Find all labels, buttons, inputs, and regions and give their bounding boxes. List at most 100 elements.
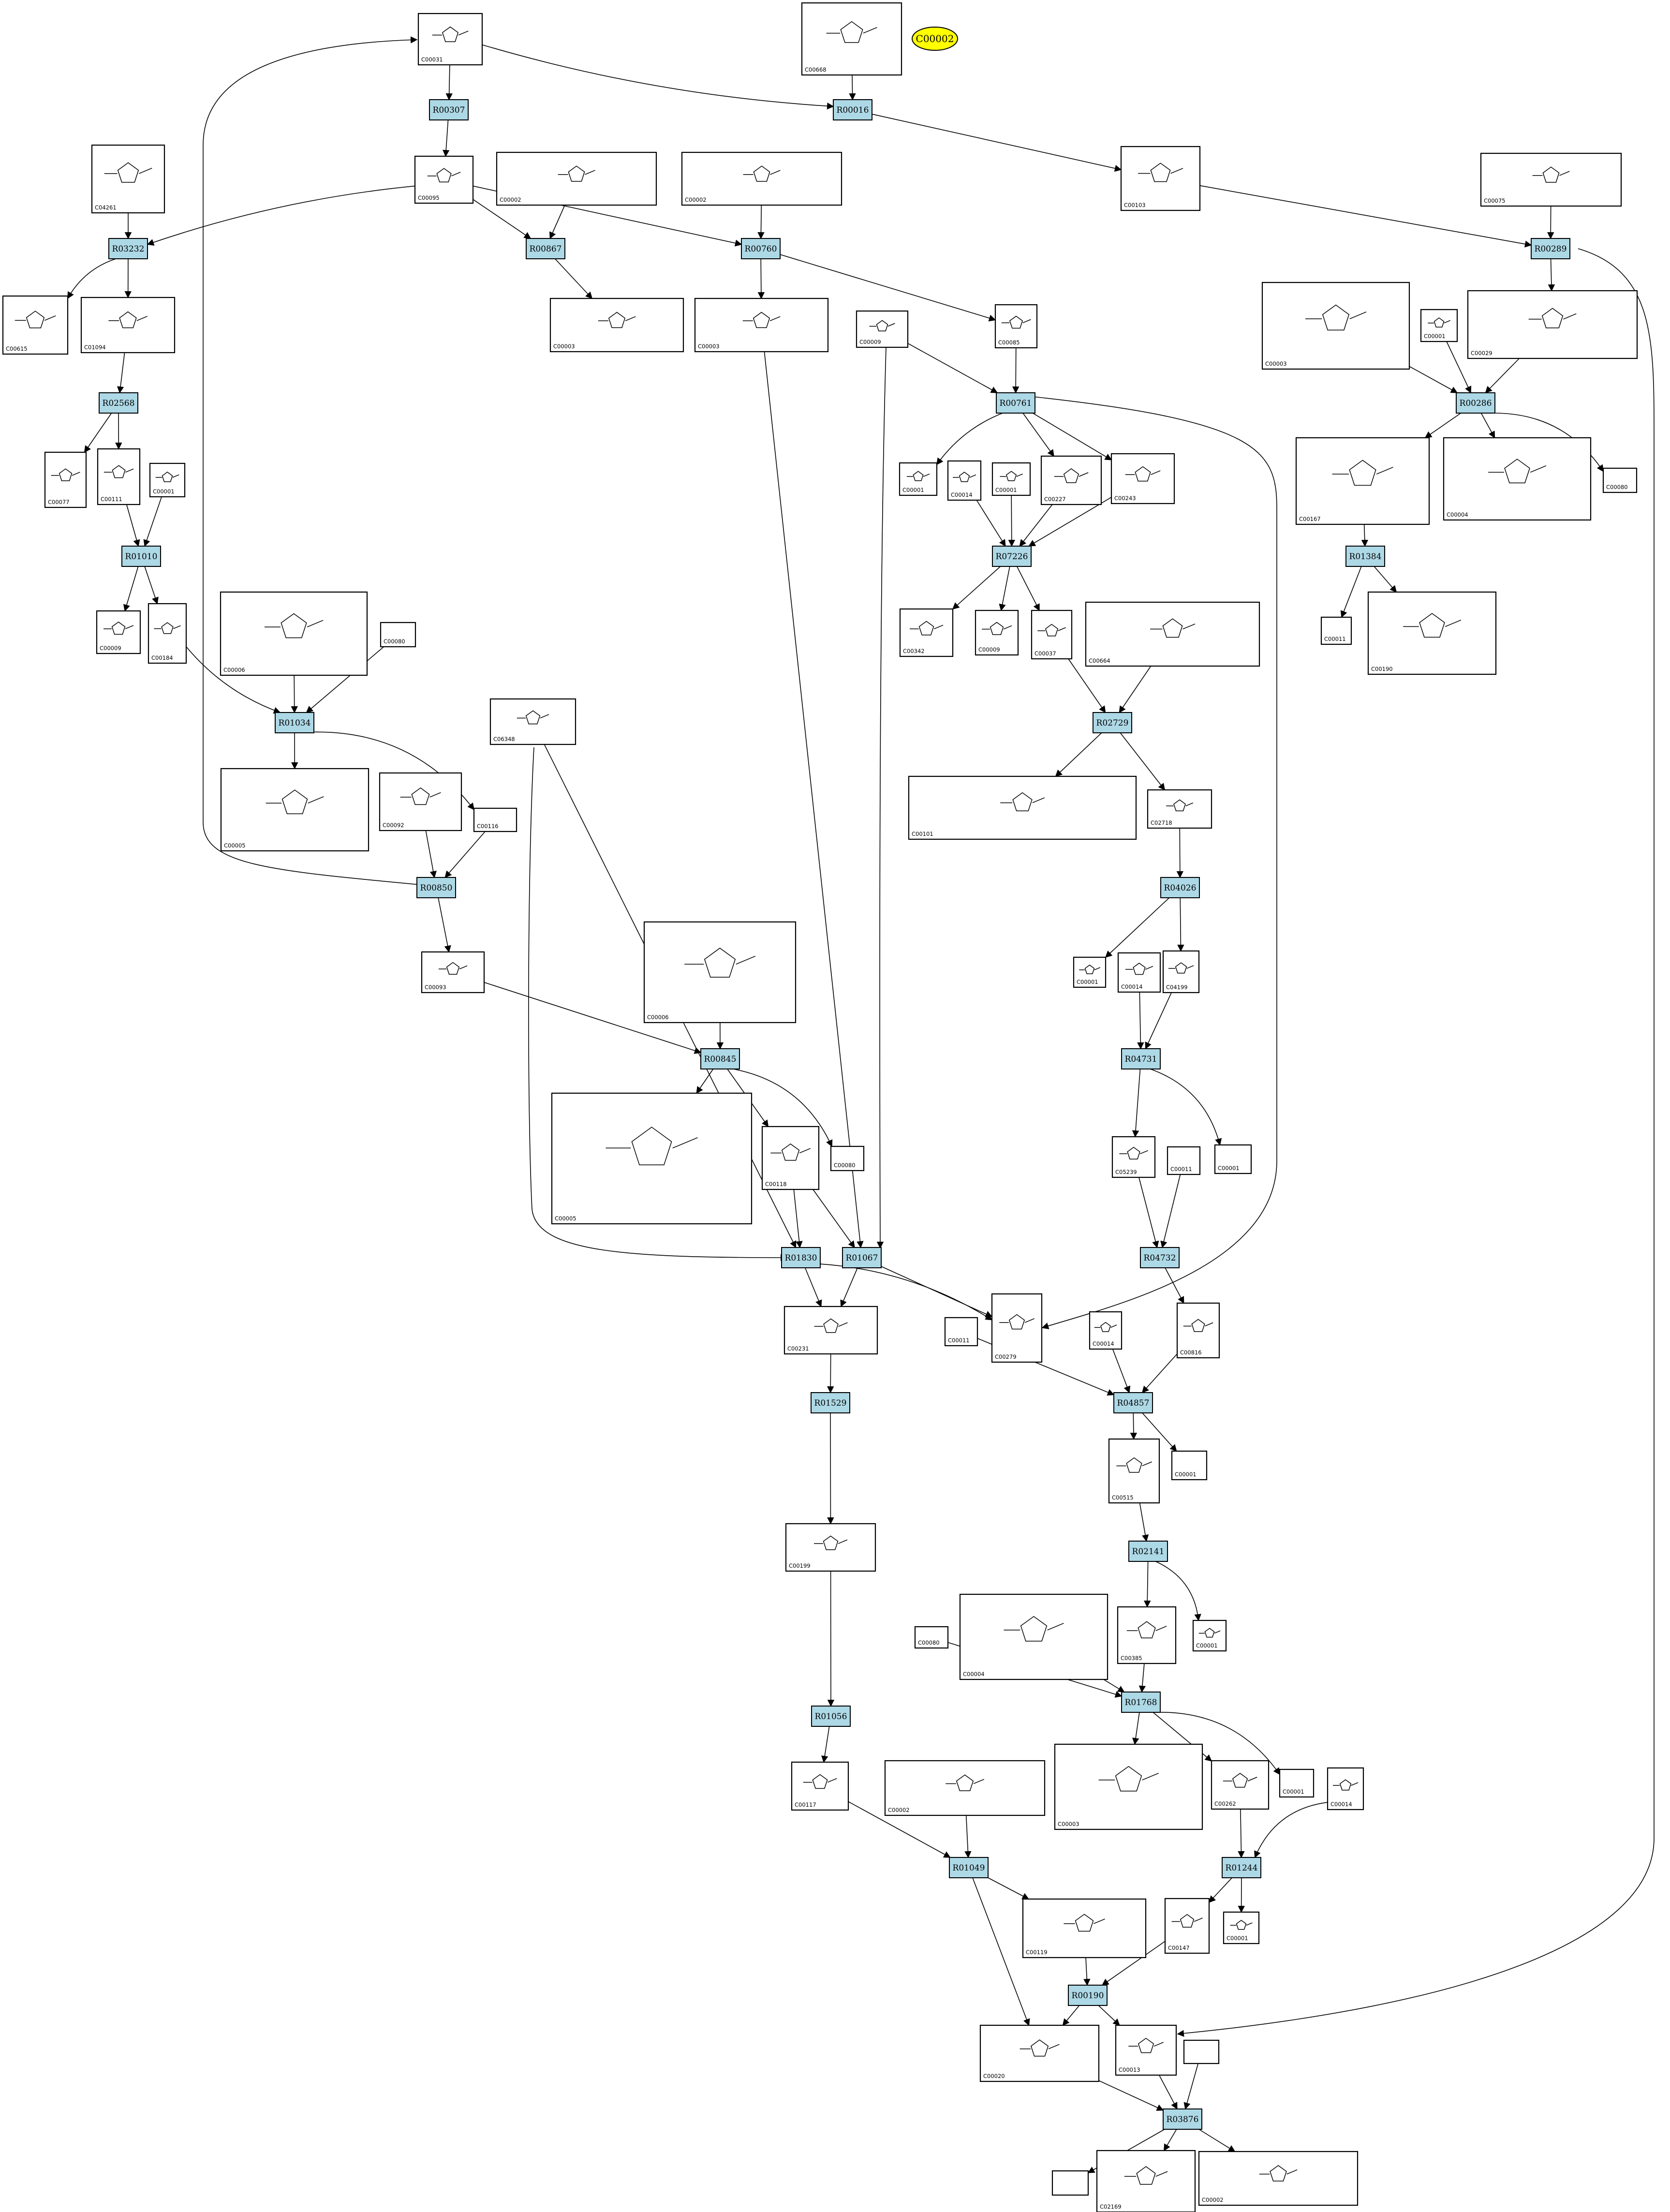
compound-node-c00116[interactable]: C00116 [473, 807, 517, 832]
compound-node-c00029[interactable]: C00029 [1467, 290, 1638, 359]
compound-node-c00103[interactable]: C00103 [1120, 146, 1201, 211]
reaction-node-r00289[interactable]: R00289 [1531, 238, 1570, 259]
compound-node-c02718[interactable]: C02718 [1147, 789, 1212, 829]
compound-node-c00020[interactable]: C00020 [979, 2024, 1100, 2082]
compound-node-c00093[interactable]: C00093 [421, 951, 485, 994]
compound-node-c00009[interactable]: C00009 [856, 310, 909, 348]
compound-node-c00080[interactable]: C00080 [380, 622, 416, 648]
reaction-node-r00761[interactable]: R00761 [996, 392, 1035, 414]
compound-node-c00119[interactable]: C00119 [1022, 1898, 1147, 1959]
compound-node-c00013[interactable]: C00013 [1115, 2024, 1177, 2076]
reaction-node-r01034[interactable]: R01034 [275, 712, 314, 733]
compound-node-c00664[interactable]: C00664 [1085, 601, 1260, 667]
compound-node-c00005[interactable]: C00005 [220, 768, 369, 852]
reaction-node-r00760[interactable]: R00760 [741, 238, 781, 259]
reaction-node-r02729[interactable]: R02729 [1093, 712, 1132, 733]
compound-node-c00147[interactable]: C00147 [1164, 1898, 1210, 1954]
reaction-node-r00867[interactable]: R00867 [526, 238, 565, 259]
compound-node-c00014[interactable]: C00014 [1089, 1311, 1123, 1350]
compound-node-c00167[interactable]: C00167 [1295, 437, 1430, 525]
compound-node-c00001[interactable]: C00001 [149, 462, 186, 498]
compound-node-c00004[interactable]: C00004 [1443, 437, 1592, 521]
reaction-node-r00850[interactable]: R00850 [416, 877, 456, 898]
reaction-node-r01830[interactable]: R01830 [781, 1247, 821, 1268]
reaction-node-r00286[interactable]: R00286 [1456, 392, 1495, 414]
compound-node-c00227[interactable]: C00227 [1040, 455, 1102, 505]
reaction-node-r01768[interactable]: R01768 [1121, 1692, 1161, 1713]
compound-node-c00002[interactable]: C00002 [884, 1760, 1046, 1816]
compound-node-c00095[interactable]: C00095 [414, 155, 474, 204]
compound-node-c00011[interactable]: C00011 [1320, 616, 1352, 645]
compound-node-c00001[interactable]: C00001 [991, 462, 1031, 496]
compound-node-c00001[interactable]: C00001 [1214, 1144, 1252, 1174]
compound-node-c00005[interactable]: C00005 [551, 1092, 753, 1225]
compound-node-c00080[interactable]: C00080 [914, 1626, 949, 1649]
compound-node-c00011[interactable]: C00011 [944, 1317, 978, 1347]
compound-node-c00011[interactable]: C00011 [1167, 1146, 1201, 1175]
reaction-node-r01384[interactable]: R01384 [1345, 546, 1385, 567]
compound-node-c00004[interactable]: C00004 [959, 1593, 1108, 1680]
compound-node-c02169[interactable]: C02169 [1096, 2150, 1196, 2212]
compound-node-c00385[interactable]: C00385 [1117, 1606, 1177, 1664]
reaction-node-r01244[interactable]: R01244 [1222, 1857, 1261, 1878]
compound-node-c00006[interactable]: C00006 [220, 591, 368, 676]
compound-node-c01094[interactable]: C01094 [80, 297, 176, 354]
compound-node-empty[interactable] [1183, 2039, 1220, 2064]
compound-node-c00080[interactable]: C00080 [1602, 467, 1638, 493]
compound-node-c00075[interactable]: C00075 [1480, 152, 1622, 207]
reaction-node-r00845[interactable]: R00845 [700, 1048, 740, 1069]
reaction-node-r01067[interactable]: R01067 [842, 1247, 882, 1268]
compound-node-c00001[interactable]: C00001 [1171, 1450, 1208, 1481]
compound-node-c00009[interactable]: C00009 [975, 609, 1019, 656]
compound-node-empty[interactable] [1051, 2170, 1089, 2196]
compound-node-c00080[interactable]: C00080 [830, 1145, 865, 1172]
compound-node-c00117[interactable]: C00117 [791, 1761, 849, 1811]
compound-node-c00199[interactable]: C00199 [785, 1523, 876, 1572]
compound-node-c00014[interactable]: C00014 [947, 460, 982, 501]
compound-node-c06348[interactable]: C06348 [489, 698, 576, 745]
compound-node-c00001[interactable]: C00001 [899, 462, 938, 496]
reaction-node-r04732[interactable]: R04732 [1140, 1247, 1180, 1268]
reaction-node-r04857[interactable]: R04857 [1113, 1392, 1153, 1413]
reaction-node-r07226[interactable]: R07226 [992, 546, 1032, 567]
compound-node-c00279[interactable]: C00279 [991, 1293, 1043, 1363]
compound-node-c00342[interactable]: C00342 [899, 608, 954, 657]
reaction-node-r04026[interactable]: R04026 [1160, 877, 1200, 898]
compound-node-c00184[interactable]: C00184 [148, 603, 187, 664]
compound-node-c00006[interactable]: C00006 [643, 921, 797, 1024]
reaction-node-r00016[interactable]: R00016 [833, 99, 872, 120]
compound-node-c00668[interactable]: C00668 [801, 2, 902, 76]
compound-node-c05239[interactable]: C05239 [1111, 1136, 1156, 1178]
compound-node-c00001[interactable]: C00001 [1223, 1911, 1260, 1945]
reaction-node-r01529[interactable]: R01529 [811, 1392, 850, 1413]
compound-node-c04199[interactable]: C04199 [1162, 950, 1200, 994]
compound-node-c00001[interactable]: C00001 [1279, 1768, 1315, 1798]
compound-node-c00001[interactable]: C00001 [1420, 309, 1458, 342]
compound-node-c00101[interactable]: C00101 [908, 775, 1137, 840]
compound-node-c00111[interactable]: C00111 [97, 448, 141, 505]
compound-node-c00002[interactable]: C00002 [681, 151, 842, 206]
reaction-node-r00307[interactable]: R00307 [429, 99, 469, 120]
compound-node-c00037[interactable]: C00037 [1031, 609, 1073, 660]
compound-node-c00003[interactable]: C00003 [549, 297, 684, 353]
compound-node-c00262[interactable]: C00262 [1211, 1760, 1270, 1810]
compound-node-c00515[interactable]: C00515 [1108, 1438, 1160, 1504]
reaction-node-r01049[interactable]: R01049 [949, 1857, 989, 1878]
reaction-node-r01010[interactable]: R01010 [121, 546, 161, 567]
compound-node-c00031[interactable]: C00031 [417, 13, 483, 66]
compound-node-c00003[interactable]: C00003 [694, 297, 829, 353]
compound-node-c00615[interactable]: C00615 [2, 295, 69, 355]
compound-node-c00001[interactable]: C00001 [1192, 1619, 1227, 1652]
compound-node-c00816[interactable]: C00816 [1176, 1302, 1220, 1359]
compound-node-c00002[interactable]: C00002 [1198, 2151, 1359, 2206]
compound-node-c00001[interactable]: C00001 [1073, 956, 1107, 988]
reaction-node-r03232[interactable]: R03232 [108, 238, 148, 259]
reaction-node-r03876[interactable]: R03876 [1163, 2108, 1202, 2130]
compound-node-c00014[interactable]: C00014 [1327, 1767, 1364, 1811]
reaction-node-r01056[interactable]: R01056 [811, 1706, 851, 1727]
compound-node-c00077[interactable]: C00077 [44, 451, 87, 508]
compound-node-c00092[interactable]: C00092 [379, 772, 462, 831]
compound-node-c00231[interactable]: C00231 [783, 1306, 878, 1355]
compound-node-c00003[interactable]: C00003 [1054, 1743, 1203, 1830]
compound-node-c00243[interactable]: C00243 [1110, 453, 1175, 505]
